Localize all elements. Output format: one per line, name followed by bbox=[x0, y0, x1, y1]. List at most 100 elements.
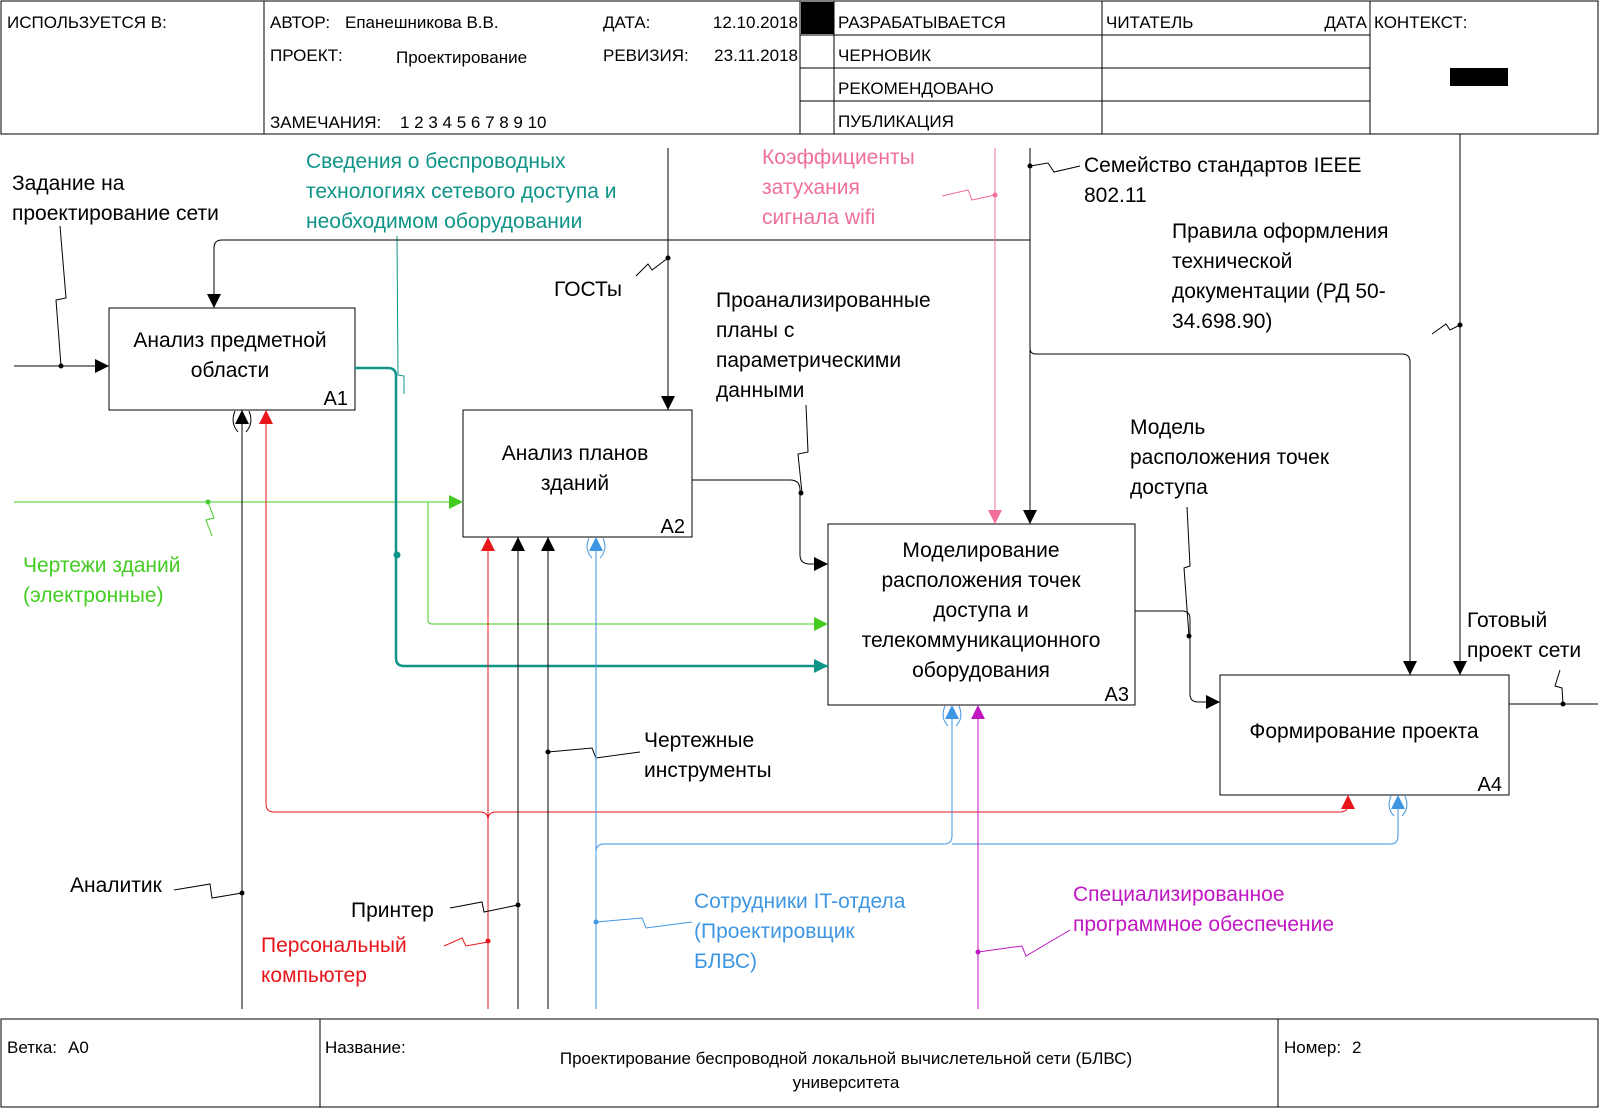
label-ready-project: Готовый проект сети bbox=[1467, 609, 1581, 662]
label-doc-rules-line-3: документации (РД 50- bbox=[1172, 280, 1386, 303]
label-drawings-line-1: Чертежи зданий bbox=[23, 554, 181, 577]
box-a3-title-line-2: расположения точек bbox=[881, 569, 1081, 592]
arrow-pc-mechanism[interactable] bbox=[259, 410, 1355, 1009]
arrow-software-mechanism[interactable] bbox=[971, 705, 1071, 1009]
date-label: ДАТА: bbox=[603, 13, 650, 32]
label-ap-model-line-1: Модель bbox=[1130, 416, 1205, 439]
used-in-label: ИСПОЛЬЗУЕТСЯ В: bbox=[7, 13, 167, 32]
label-attenuation: Коэффициенты затухания сигнала wifi bbox=[762, 146, 915, 229]
box-a1-title-line-2: области bbox=[191, 359, 270, 382]
label-analyzed-plans: Проанализированные планы с параметрическ… bbox=[716, 289, 931, 402]
box-a3-code: A3 bbox=[1105, 684, 1129, 706]
label-analyzed-plans-line-2: планы с bbox=[716, 319, 794, 342]
label-it-staff-line-1: Сотрудники IT-отдела bbox=[694, 890, 906, 913]
label-ieee-line-2: 802.11 bbox=[1084, 184, 1147, 207]
title-label: Название: bbox=[325, 1038, 406, 1057]
label-ap-model: Модель расположения точек доступа bbox=[1130, 416, 1330, 499]
label-wireless-info-line-1: Сведения о беспроводных bbox=[306, 150, 566, 173]
status-in-progress: РАЗРАБАТЫВАЕТСЯ bbox=[838, 13, 1006, 32]
label-doc-rules: Правила оформления технической документа… bbox=[1172, 220, 1389, 333]
node-value: A0 bbox=[68, 1038, 89, 1057]
label-it-staff-line-3: БЛВС) bbox=[694, 950, 757, 973]
activity-box-a1[interactable]: Анализ предметной области A1 bbox=[108, 307, 356, 411]
box-a3-title-line-3: доступа и bbox=[933, 599, 1028, 622]
revision-value: 23.11.2018 bbox=[714, 46, 798, 65]
project-value: Проектирование bbox=[396, 48, 527, 67]
activity-box-a3[interactable]: Моделирование расположения точек доступа… bbox=[827, 523, 1136, 706]
label-ap-model-line-2: расположения точек bbox=[1130, 446, 1330, 469]
label-gost-line-1: ГОСТы bbox=[554, 278, 622, 301]
label-task-line-2: проектирование сети bbox=[12, 202, 219, 225]
number-label: Номер: bbox=[1284, 1038, 1341, 1057]
arrow-attenuation-control[interactable] bbox=[941, 148, 1002, 524]
label-printer: Принтер bbox=[351, 899, 434, 922]
activity-box-a4[interactable]: Формирование проекта A4 bbox=[1219, 674, 1510, 796]
notes-label: ЗАМЕЧАНИЯ: bbox=[270, 113, 381, 132]
arrow-task-input[interactable] bbox=[14, 225, 109, 373]
arrow-gost-control[interactable] bbox=[635, 148, 675, 410]
arrow-analyst-mechanism[interactable] bbox=[173, 410, 252, 1009]
label-software-line-2: программное обеспечение bbox=[1073, 913, 1334, 936]
arrow-drawing-tools-mechanism[interactable] bbox=[541, 537, 641, 1009]
context-label: КОНТЕКСТ: bbox=[1374, 13, 1467, 32]
diagram-title-line-2: университета bbox=[793, 1073, 900, 1092]
label-it-staff: Сотрудники IT-отдела (Проектировщик БЛВС… bbox=[694, 890, 906, 973]
label-drawing-tools: Чертежные инструменты bbox=[644, 729, 772, 782]
label-attenuation-line-2: затухания bbox=[762, 176, 860, 199]
status-recommended: РЕКОМЕНДОВАНО bbox=[838, 79, 994, 98]
label-doc-rules-line-4: 34.698.90) bbox=[1172, 310, 1272, 333]
label-task: Задание на проектирование сети bbox=[12, 172, 219, 225]
label-attenuation-line-3: сигнала wifi bbox=[762, 206, 875, 229]
box-a2-code: A2 bbox=[661, 516, 685, 538]
label-wireless-info: Сведения о беспроводных технологиях сете… bbox=[306, 150, 616, 233]
label-ieee-line-1: Семейство стандартов IEEE bbox=[1084, 154, 1361, 177]
label-analyzed-plans-line-4: данными bbox=[716, 379, 804, 402]
label-doc-rules-line-2: технической bbox=[1172, 250, 1292, 273]
label-pc: Персональный компьютер bbox=[261, 934, 407, 987]
arrow-it-staff-mechanism[interactable] bbox=[586, 537, 1408, 1009]
label-analyst-line-1: Аналитик bbox=[70, 874, 163, 897]
label-analyzed-plans-line-3: параметрическими bbox=[716, 349, 901, 372]
arrow-analyzed-plans[interactable] bbox=[692, 404, 828, 571]
label-ready-project-line-2: проект сети bbox=[1467, 639, 1581, 662]
author-label: АВТОР: bbox=[270, 13, 330, 32]
box-a4-title-line-1: Формирование проекта bbox=[1249, 720, 1479, 743]
arrow-doc-rules-control[interactable] bbox=[1431, 134, 1467, 675]
header-frame bbox=[0, 0, 1599, 135]
arrow-ap-model[interactable] bbox=[1135, 506, 1220, 709]
label-attenuation-line-1: Коэффициенты bbox=[762, 146, 915, 169]
project-label: ПРОЕКТ: bbox=[270, 46, 343, 65]
activity-box-a2[interactable]: Анализ планов зданий A2 bbox=[462, 409, 693, 538]
label-software-line-1: Специализированное bbox=[1073, 883, 1285, 906]
box-a4-code: A4 bbox=[1478, 774, 1502, 796]
label-analyzed-plans-line-1: Проанализированные bbox=[716, 289, 931, 312]
arrow-wireless-info[interactable] bbox=[355, 235, 828, 673]
date-value: 12.10.2018 bbox=[713, 13, 798, 32]
label-software: Специализированное программное обеспечен… bbox=[1073, 883, 1334, 936]
notes-value: 1 2 3 4 5 6 7 8 9 10 bbox=[400, 113, 547, 132]
label-drawings: Чертежи зданий (электронные) bbox=[23, 554, 181, 607]
label-drawing-tools-line-1: Чертежные bbox=[644, 729, 754, 752]
arrow-printer-mechanism[interactable] bbox=[449, 537, 525, 1009]
label-ap-model-line-3: доступа bbox=[1130, 476, 1208, 499]
context-marker bbox=[1450, 68, 1508, 86]
footer-frame bbox=[0, 1018, 1599, 1108]
author-value: Епанешникова В.В. bbox=[345, 13, 499, 32]
diagram-title-line-1: Проектирование беспроводной локальной вы… bbox=[560, 1049, 1132, 1068]
box-a2-title-line-1: Анализ планов bbox=[502, 442, 648, 465]
status-draft: ЧЕРНОВИК bbox=[838, 46, 931, 65]
arrow-ready-project-output[interactable] bbox=[1509, 669, 1598, 707]
arrow-drawings-input[interactable] bbox=[14, 495, 828, 631]
label-drawing-tools-line-2: инструменты bbox=[644, 759, 772, 782]
box-a2-title-line-2: зданий bbox=[541, 472, 609, 495]
arrow-ieee-control[interactable] bbox=[207, 148, 1417, 675]
box-a3-title-line-1: Моделирование bbox=[902, 539, 1059, 562]
label-ieee: Семейство стандартов IEEE 802.11 bbox=[1084, 154, 1361, 207]
status-publication: ПУБЛИКАЦИЯ bbox=[838, 112, 954, 131]
label-drawings-line-2: (электронные) bbox=[23, 584, 164, 607]
status-marker bbox=[801, 2, 834, 34]
box-a1-code: A1 bbox=[324, 388, 348, 410]
box-a3-title-line-4: телекоммуникационного bbox=[862, 629, 1101, 652]
box-a1-title-line-1: Анализ предметной bbox=[133, 329, 326, 352]
node-label: Ветка: bbox=[7, 1038, 57, 1057]
